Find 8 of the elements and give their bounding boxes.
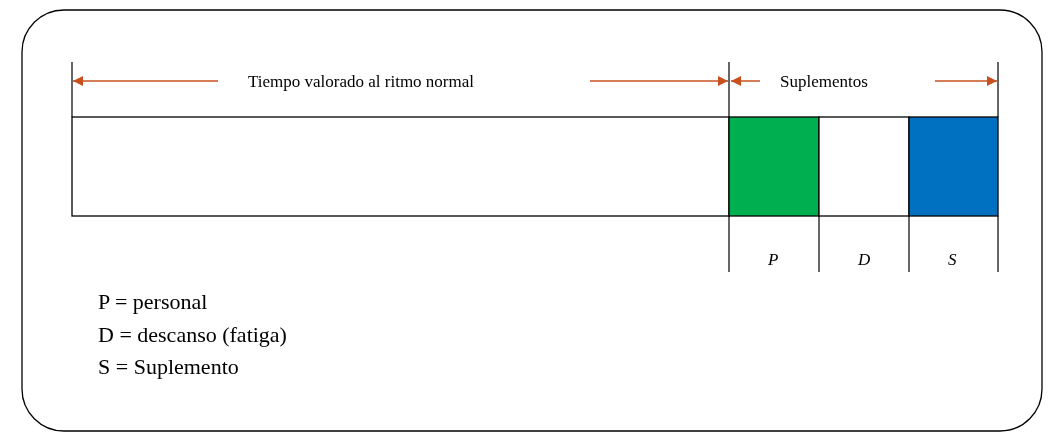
segment-label: D [858, 251, 871, 268]
segment-label: P [768, 251, 779, 268]
key-text: P = personal [98, 291, 208, 313]
dimension-label: Tiempo valorado al ritmo normal [248, 73, 474, 90]
segment-label: S [948, 251, 957, 268]
key-text: D = descanso (fatiga) [98, 324, 287, 346]
dimension-label: Suplementos [780, 73, 868, 90]
key-text: S = Suplemento [98, 356, 239, 378]
